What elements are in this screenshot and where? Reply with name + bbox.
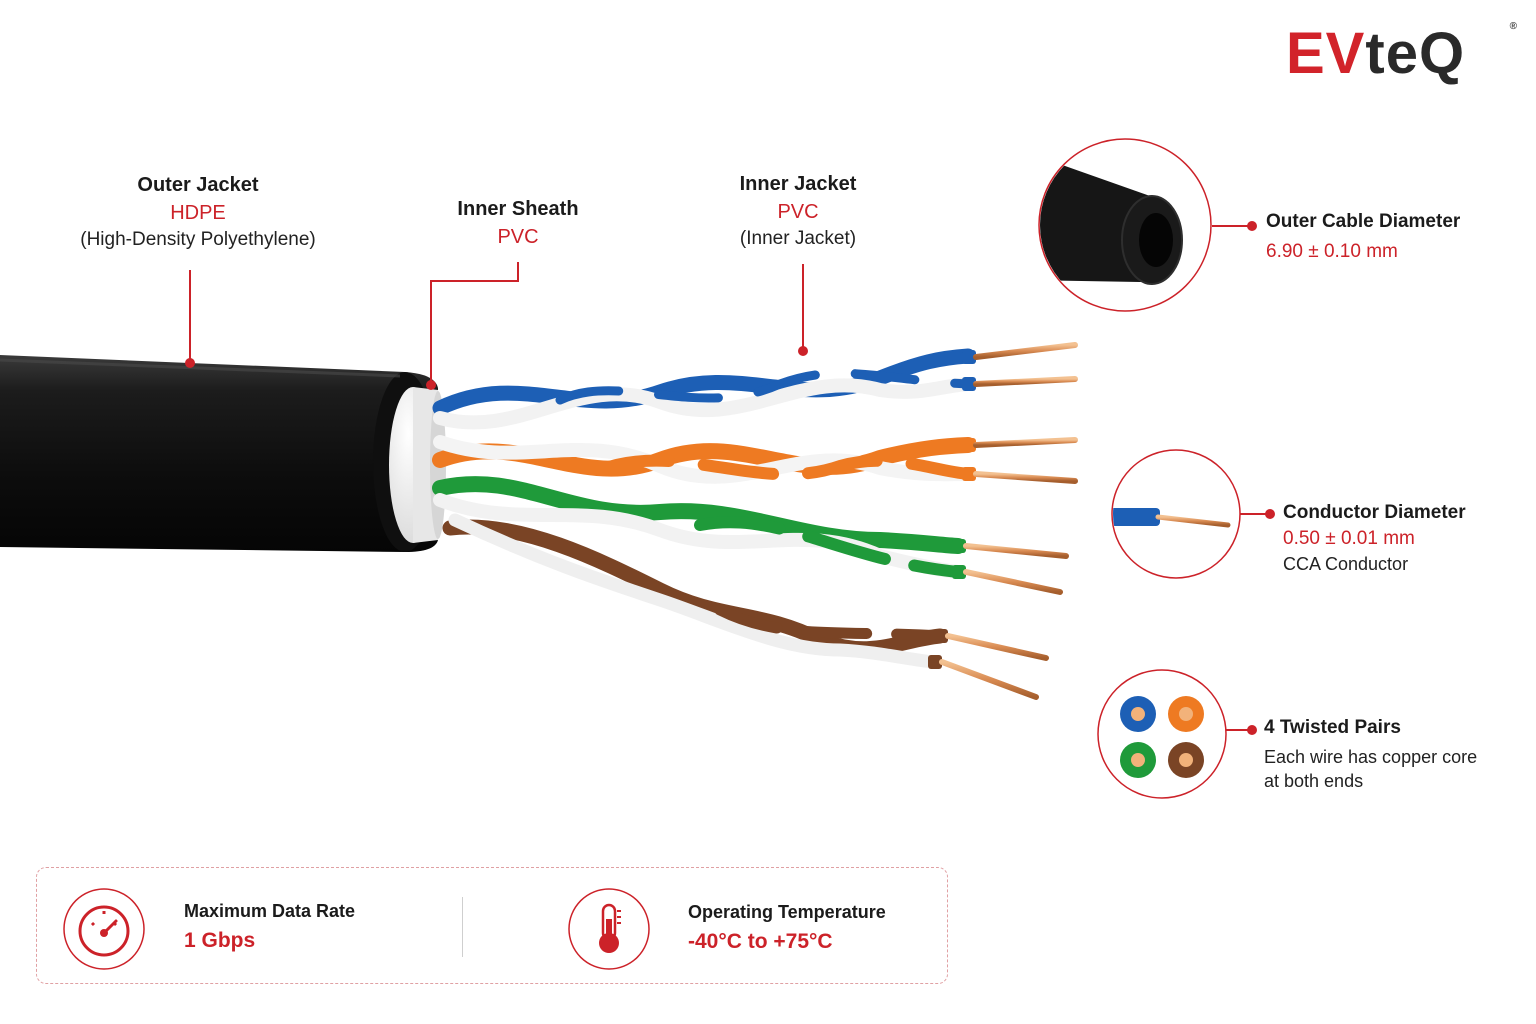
logo-part-teq: teQ <box>1365 21 1466 86</box>
conductor-note: CCA Conductor <box>1283 554 1409 574</box>
wire-pair-green <box>432 476 1069 595</box>
inner-sheath <box>389 387 446 543</box>
data-rate-block: Maximum Data Rate 1 Gbps <box>184 898 424 958</box>
four-pairs-icon <box>1097 669 1227 799</box>
data-rate-title: Maximum Data Rate <box>184 901 356 921</box>
thermometer-icon <box>568 888 650 970</box>
outer-diameter-value: 6.90 ± 0.10 mm <box>1266 241 1398 262</box>
outer-jacket-material: HDPE <box>170 202 226 224</box>
outer-jacket <box>0 355 438 552</box>
inner-jacket-title: Inner Jacket <box>739 173 857 195</box>
conductor-icon <box>1111 449 1241 579</box>
label-outer-jacket: Outer Jacket HDPE (High-Density Polyethy… <box>60 171 336 254</box>
label-inner-sheath: Inner Sheath PVC <box>430 195 606 250</box>
inner-jacket-note: (Inner Jacket) <box>739 228 857 249</box>
panel-divider <box>462 897 463 957</box>
inner-sheath-material: PVC <box>497 226 539 248</box>
outer-jacket-note: (High-Density Polyethylene) <box>80 229 316 250</box>
conductor-value: 0.50 ± 0.01 mm <box>1283 528 1415 549</box>
outer-jacket-title: Outer Jacket <box>137 174 259 196</box>
outer-diameter-title: Outer Cable Diameter <box>1266 211 1461 232</box>
specs-panel <box>36 867 948 984</box>
temperature-title: Operating Temperature <box>688 902 886 922</box>
logo-part-ev: EV <box>1286 21 1366 86</box>
speedometer-icon <box>63 888 145 970</box>
temperature-value: -40°C to +75°C <box>688 930 833 953</box>
spec-conductor: Conductor Diameter 0.50 ± 0.01 mm CCA Co… <box>1283 500 1523 576</box>
spec-pairs: 4 Twisted Pairs Each wire has copper cor… <box>1264 715 1526 793</box>
leader-dots <box>185 221 1275 735</box>
wire-pair-orange <box>432 435 1078 484</box>
spec-outer-diameter: Outer Cable Diameter 6.90 ± 0.10 mm <box>1266 209 1526 265</box>
temperature-block: Operating Temperature -40°C to +75°C <box>688 899 928 959</box>
brand-logo: EVteQ ® <box>1286 22 1518 86</box>
data-rate-value: 1 Gbps <box>184 929 256 952</box>
cable-end-icon <box>1038 138 1212 312</box>
pairs-note-1: Each wire has copper core <box>1264 747 1478 767</box>
label-inner-jacket: Inner Jacket PVC (Inner Jacket) <box>710 170 886 253</box>
wire-pair-brown <box>442 513 1049 700</box>
conductor-title: Conductor Diameter <box>1283 502 1466 523</box>
inner-jacket-material: PVC <box>777 201 819 223</box>
pairs-title: 4 Twisted Pairs <box>1264 717 1401 738</box>
inner-sheath-title: Inner Sheath <box>457 198 579 220</box>
wire-pair-blue <box>432 342 1078 430</box>
registered-mark: ® <box>1509 21 1518 32</box>
pairs-note-2: at both ends <box>1264 771 1364 791</box>
